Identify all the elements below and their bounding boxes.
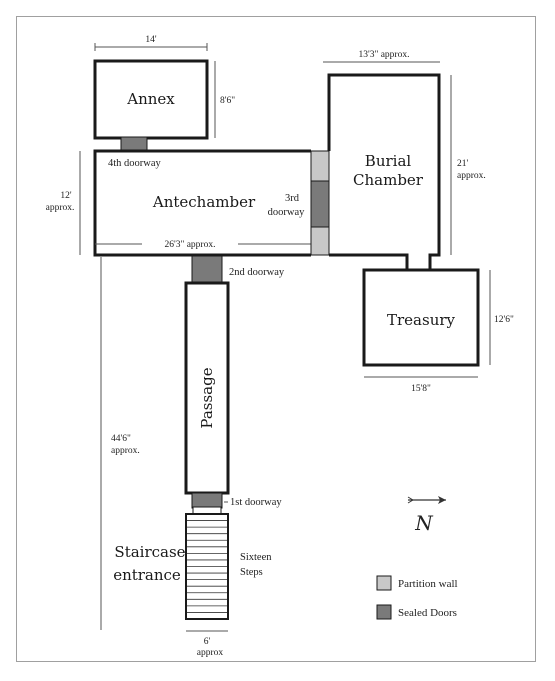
- staircase-steps: [187, 520, 227, 613]
- first-doorway-seal: [191, 492, 223, 509]
- third-doorway-seal: [310, 180, 330, 228]
- legend-partition-swatch: [376, 575, 392, 591]
- compass-arrow-icon: [407, 496, 446, 504]
- second-doorway-seal: [191, 255, 223, 284]
- burial-height-label-1: 21': [457, 159, 469, 169]
- legend-sealed-swatch: [376, 604, 392, 620]
- treasury-width-label: 15'8": [411, 384, 431, 394]
- legend-sealed-label: Sealed Doors: [398, 607, 457, 619]
- treasury-height-label: 12'6": [494, 315, 514, 325]
- annex-label: Annex: [126, 90, 175, 108]
- steps-note-1: Sixteen: [240, 552, 272, 563]
- third-doorway-label-1: 3rd: [285, 193, 300, 204]
- antechamber-height-label-1: 12': [60, 191, 72, 201]
- annex-height-label: 8'6": [220, 96, 235, 106]
- stair-width-label-2: approx: [197, 648, 224, 658]
- fourth-doorway-label: 4th doorway: [108, 158, 162, 169]
- partition-wall-bottom: [310, 226, 330, 256]
- passage-length-label-1: 44'6": [111, 434, 131, 444]
- treasury-room: [362, 268, 480, 367]
- compass-north-letter: N: [414, 511, 434, 535]
- burial-chamber-label-2: Chamber: [353, 171, 424, 189]
- antechamber-width-label: 26'3" approx.: [165, 240, 216, 250]
- staircase-label-1: Staircase: [114, 543, 185, 561]
- partition-wall-top: [310, 150, 330, 182]
- burial-chamber-room: [327, 73, 441, 270]
- burial-chamber-lower-wall: [329, 253, 409, 270]
- staircase-label-2: entrance: [113, 566, 181, 584]
- legend-partition-label: Partition wall: [398, 578, 458, 590]
- antechamber-label: Antechamber: [152, 193, 256, 211]
- third-doorway-label-2: doorway: [268, 207, 305, 218]
- passage-label: Passage: [198, 367, 216, 428]
- antechamber-height-label-2: approx.: [46, 203, 75, 213]
- annex-width-label: 14': [145, 35, 157, 45]
- stair-width-label-1: 6': [204, 637, 211, 647]
- passage-length-label-2: approx.: [111, 446, 140, 456]
- burial-height-label-2: approx.: [457, 171, 486, 181]
- second-doorway-label: 2nd doorway: [229, 267, 285, 278]
- first-doorway-label: 1st doorway: [230, 497, 282, 508]
- diagram-frame: [16, 16, 536, 662]
- first-doorway-sill: [192, 506, 222, 515]
- steps-note-2: Steps: [240, 567, 263, 578]
- burial-width-label: 13'3" approx.: [359, 50, 410, 60]
- annex-room: [93, 59, 209, 140]
- treasury-label: Treasury: [387, 311, 456, 329]
- burial-chamber-label-1: Burial: [365, 152, 412, 170]
